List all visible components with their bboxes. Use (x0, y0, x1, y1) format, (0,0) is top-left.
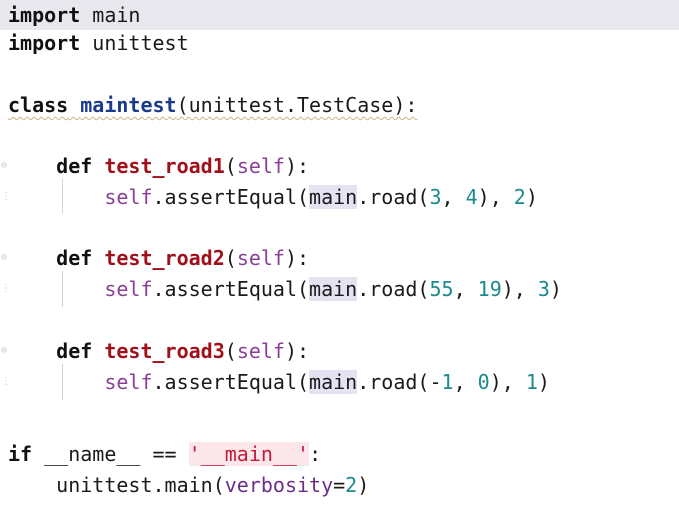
number: 1 (441, 370, 454, 394)
indent-guide (62, 178, 63, 214)
module-ref: main (309, 185, 358, 209)
keyword: def (56, 154, 93, 178)
punct: , (453, 277, 478, 301)
class-name: maintest (80, 93, 177, 117)
punct: ) (537, 370, 550, 394)
keyword: def (56, 339, 93, 363)
function-call: unittest.main( (56, 473, 225, 497)
punct: ): (284, 339, 310, 363)
module-name: unittest (80, 31, 189, 55)
keyword: if (8, 442, 33, 466)
module-name: main (80, 3, 141, 27)
method-call: .assertEqual( (152, 277, 310, 301)
number: 0 (477, 370, 490, 394)
number: 19 (477, 277, 502, 301)
number: 3 (537, 277, 550, 301)
code-line-9[interactable]: def test_road2(self): (0, 243, 679, 273)
keyword: class (8, 93, 69, 117)
method-call: .assertEqual( (152, 185, 310, 209)
code-line-6[interactable]: def test_road1(self): (0, 151, 679, 181)
indent-guide (62, 364, 63, 400)
punct: , (441, 185, 466, 209)
module-ref: main (309, 277, 358, 301)
fold-marker-icon[interactable]: ⊖ (1, 252, 8, 263)
function-call: .road( (357, 277, 430, 301)
number: 3 (429, 185, 442, 209)
function-name: test_road2 (104, 246, 225, 270)
self-param: self (236, 246, 285, 270)
number: 55 (429, 277, 454, 301)
fold-marker-icon: ⋮ (1, 191, 11, 202)
punct: ): (284, 246, 310, 270)
string-literal: '__main__' (188, 442, 310, 466)
code-line-7[interactable]: self.assertEqual(main.road(3, 4), 2) (0, 182, 679, 212)
code-line-10[interactable]: self.assertEqual(main.road(55, 19), 3) (0, 274, 679, 304)
punct: ) (357, 473, 370, 497)
module-ref: main (309, 370, 358, 394)
punct: ): (284, 154, 310, 178)
punct: ), (501, 277, 538, 301)
self-ref: self (104, 277, 153, 301)
base-class: (unittest.TestCase): (176, 93, 418, 117)
keyword: import (8, 31, 81, 55)
punct: ) (525, 185, 538, 209)
class-declaration: class maintest(unittest.TestCase): (8, 90, 417, 120)
punct: , (453, 370, 478, 394)
punct: ), (477, 185, 514, 209)
code-line-16[interactable]: unittest.main(verbosity=2) (0, 470, 679, 500)
code-line-13[interactable]: self.assertEqual(main.road(-1, 0), 1) (0, 367, 679, 397)
punct: ( (224, 154, 237, 178)
fold-marker-icon[interactable]: ⊖ (1, 345, 8, 356)
code-line-12[interactable]: def test_road3(self): (0, 336, 679, 366)
code-line-1[interactable]: import main (0, 0, 679, 30)
punct: ) (549, 277, 562, 301)
keyword: def (56, 246, 93, 270)
indent-guide (62, 271, 63, 307)
punct: ( (224, 339, 237, 363)
punct: ), (489, 370, 526, 394)
function-name: test_road1 (104, 154, 225, 178)
minus-sign: - (429, 370, 442, 394)
name-expression: __name__ == (32, 442, 189, 466)
code-line-4[interactable]: class maintest(unittest.TestCase): (0, 90, 679, 120)
self-ref: self (104, 370, 153, 394)
function-call: .road( (357, 185, 430, 209)
number: 2 (513, 185, 526, 209)
keyword-argument: verbosity (224, 473, 334, 497)
punct: ( (224, 246, 237, 270)
fold-marker-icon: ⋮ (1, 283, 11, 294)
keyword: import (8, 3, 81, 27)
number: 2 (345, 473, 358, 497)
function-call: .road( (357, 370, 430, 394)
code-line-15[interactable]: if __name__ == '__main__': (0, 439, 679, 469)
self-param: self (236, 339, 285, 363)
number: 4 (465, 185, 478, 209)
function-name: test_road3 (104, 339, 225, 363)
punct: = (333, 473, 346, 497)
fold-marker-icon: ⋮ (1, 376, 11, 387)
punct: : (309, 442, 322, 466)
self-param: self (236, 154, 285, 178)
number: 1 (525, 370, 538, 394)
fold-marker-icon[interactable]: ⊖ (1, 160, 8, 171)
code-line-2[interactable]: import unittest (0, 28, 679, 58)
method-call: .assertEqual( (152, 370, 310, 394)
self-ref: self (104, 185, 153, 209)
